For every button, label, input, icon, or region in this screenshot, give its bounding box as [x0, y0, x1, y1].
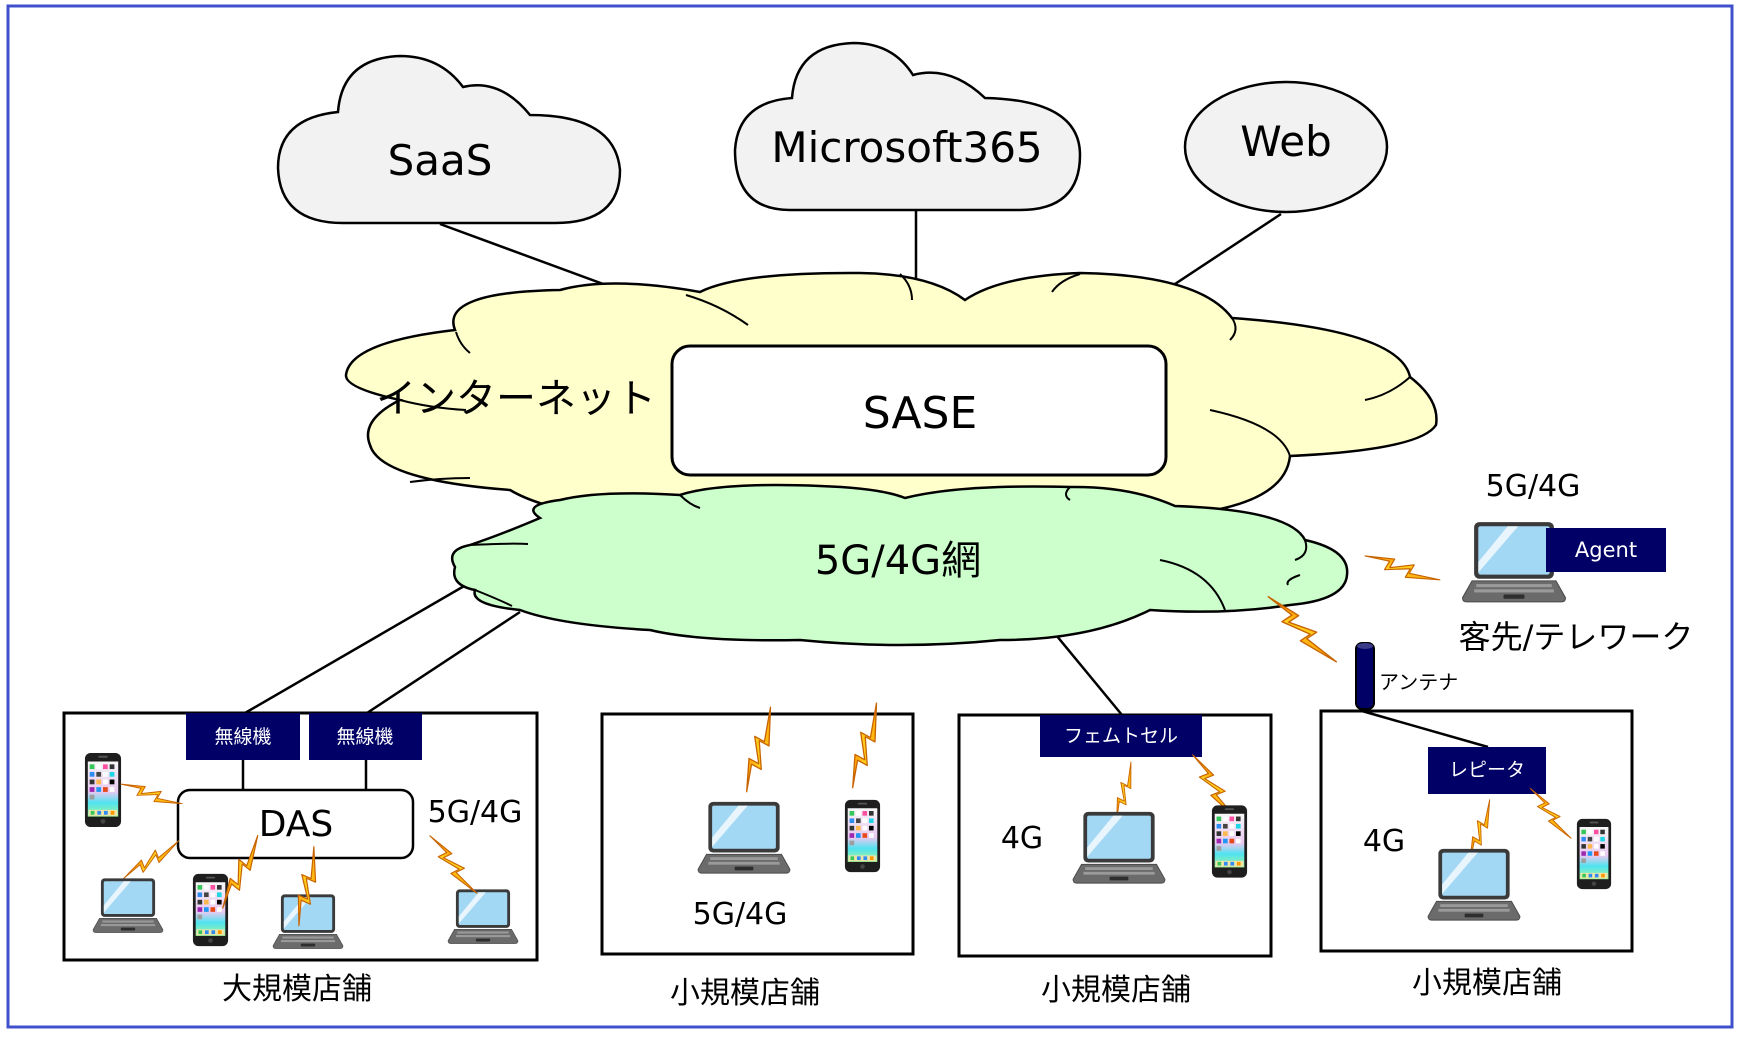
das-box: [176, 788, 415, 860]
radio-unit-label: 無線機: [336, 726, 393, 748]
phone-icon: [192, 873, 229, 947]
mobile-network-cloud: 5G/4G網: [450, 483, 1349, 647]
network-label: 5G/4G: [693, 897, 788, 932]
store-small-direct: 5G/4G 小規模店舗: [600, 700, 915, 1011]
phone-icon: [1211, 805, 1248, 878]
radio-unit-label: 無線機: [214, 726, 271, 748]
network-label: 4G: [1001, 821, 1043, 856]
store-small-repeater: レピータ 4G 小規模店舗: [1319, 709, 1634, 1001]
phone-icon: [84, 752, 122, 828]
web-label: Web: [1240, 117, 1332, 166]
network-label: 4G: [1363, 824, 1405, 859]
network-label: 5G/4G: [428, 795, 523, 830]
femtocell-label: フェムトセル: [1064, 725, 1178, 747]
store-large: 無線機 無線機 DAS 5G/4G 大規模店舗: [62, 711, 539, 1007]
web-cloud: Web: [1183, 80, 1389, 214]
laptop-icon: [92, 878, 164, 933]
laptop-icon: [697, 801, 791, 874]
sase-label: SASE: [863, 388, 978, 439]
mobile-network-label: 5G/4G網: [815, 538, 981, 584]
link-radio-1: [244, 576, 479, 715]
store-label: 大規模店舗: [222, 972, 372, 1007]
saas-cloud: SaaS: [276, 54, 622, 225]
laptop-icon: [447, 889, 519, 944]
laptop-icon: [1072, 811, 1166, 884]
store-label: 小規模店舗: [670, 976, 820, 1011]
das-label: DAS: [259, 804, 334, 845]
remote-label: 客先/テレワーク: [1459, 618, 1694, 656]
repeater-unit: [1428, 747, 1546, 794]
laptop-icon: [1427, 848, 1521, 921]
femtocell-unit: [1040, 715, 1202, 757]
radio-unit-1: [186, 713, 300, 760]
internet-label: インターネット: [376, 376, 656, 422]
remote-telework: 5G/4G Agent 客先/テレワーク: [1361, 469, 1694, 656]
repeater-label: レピータ: [1449, 759, 1525, 781]
store-small-femtocell: フェムトセル 4G 小規模店舗: [957, 713, 1273, 1008]
store-label: 小規模店舗: [1412, 966, 1562, 1001]
microsoft365-label: Microsoft365: [771, 123, 1042, 172]
store-label: 小規模店舗: [1041, 973, 1191, 1008]
antenna: アンテナ: [1355, 642, 1458, 710]
antenna-label: アンテナ: [1379, 670, 1458, 694]
remote-network-label: 5G/4G: [1486, 469, 1581, 504]
agent-label: Agent: [1575, 538, 1637, 562]
link-radio-2: [366, 610, 521, 715]
sase-box: SASE: [670, 344, 1168, 477]
microsoft365-cloud: Microsoft365: [733, 41, 1082, 212]
phone-icon: [1576, 818, 1612, 890]
radio-unit-2: [309, 713, 422, 760]
antenna-icon: [1355, 642, 1375, 710]
agent-badge: [1546, 528, 1666, 572]
saas-label: SaaS: [388, 136, 493, 185]
phone-icon: [844, 799, 881, 873]
